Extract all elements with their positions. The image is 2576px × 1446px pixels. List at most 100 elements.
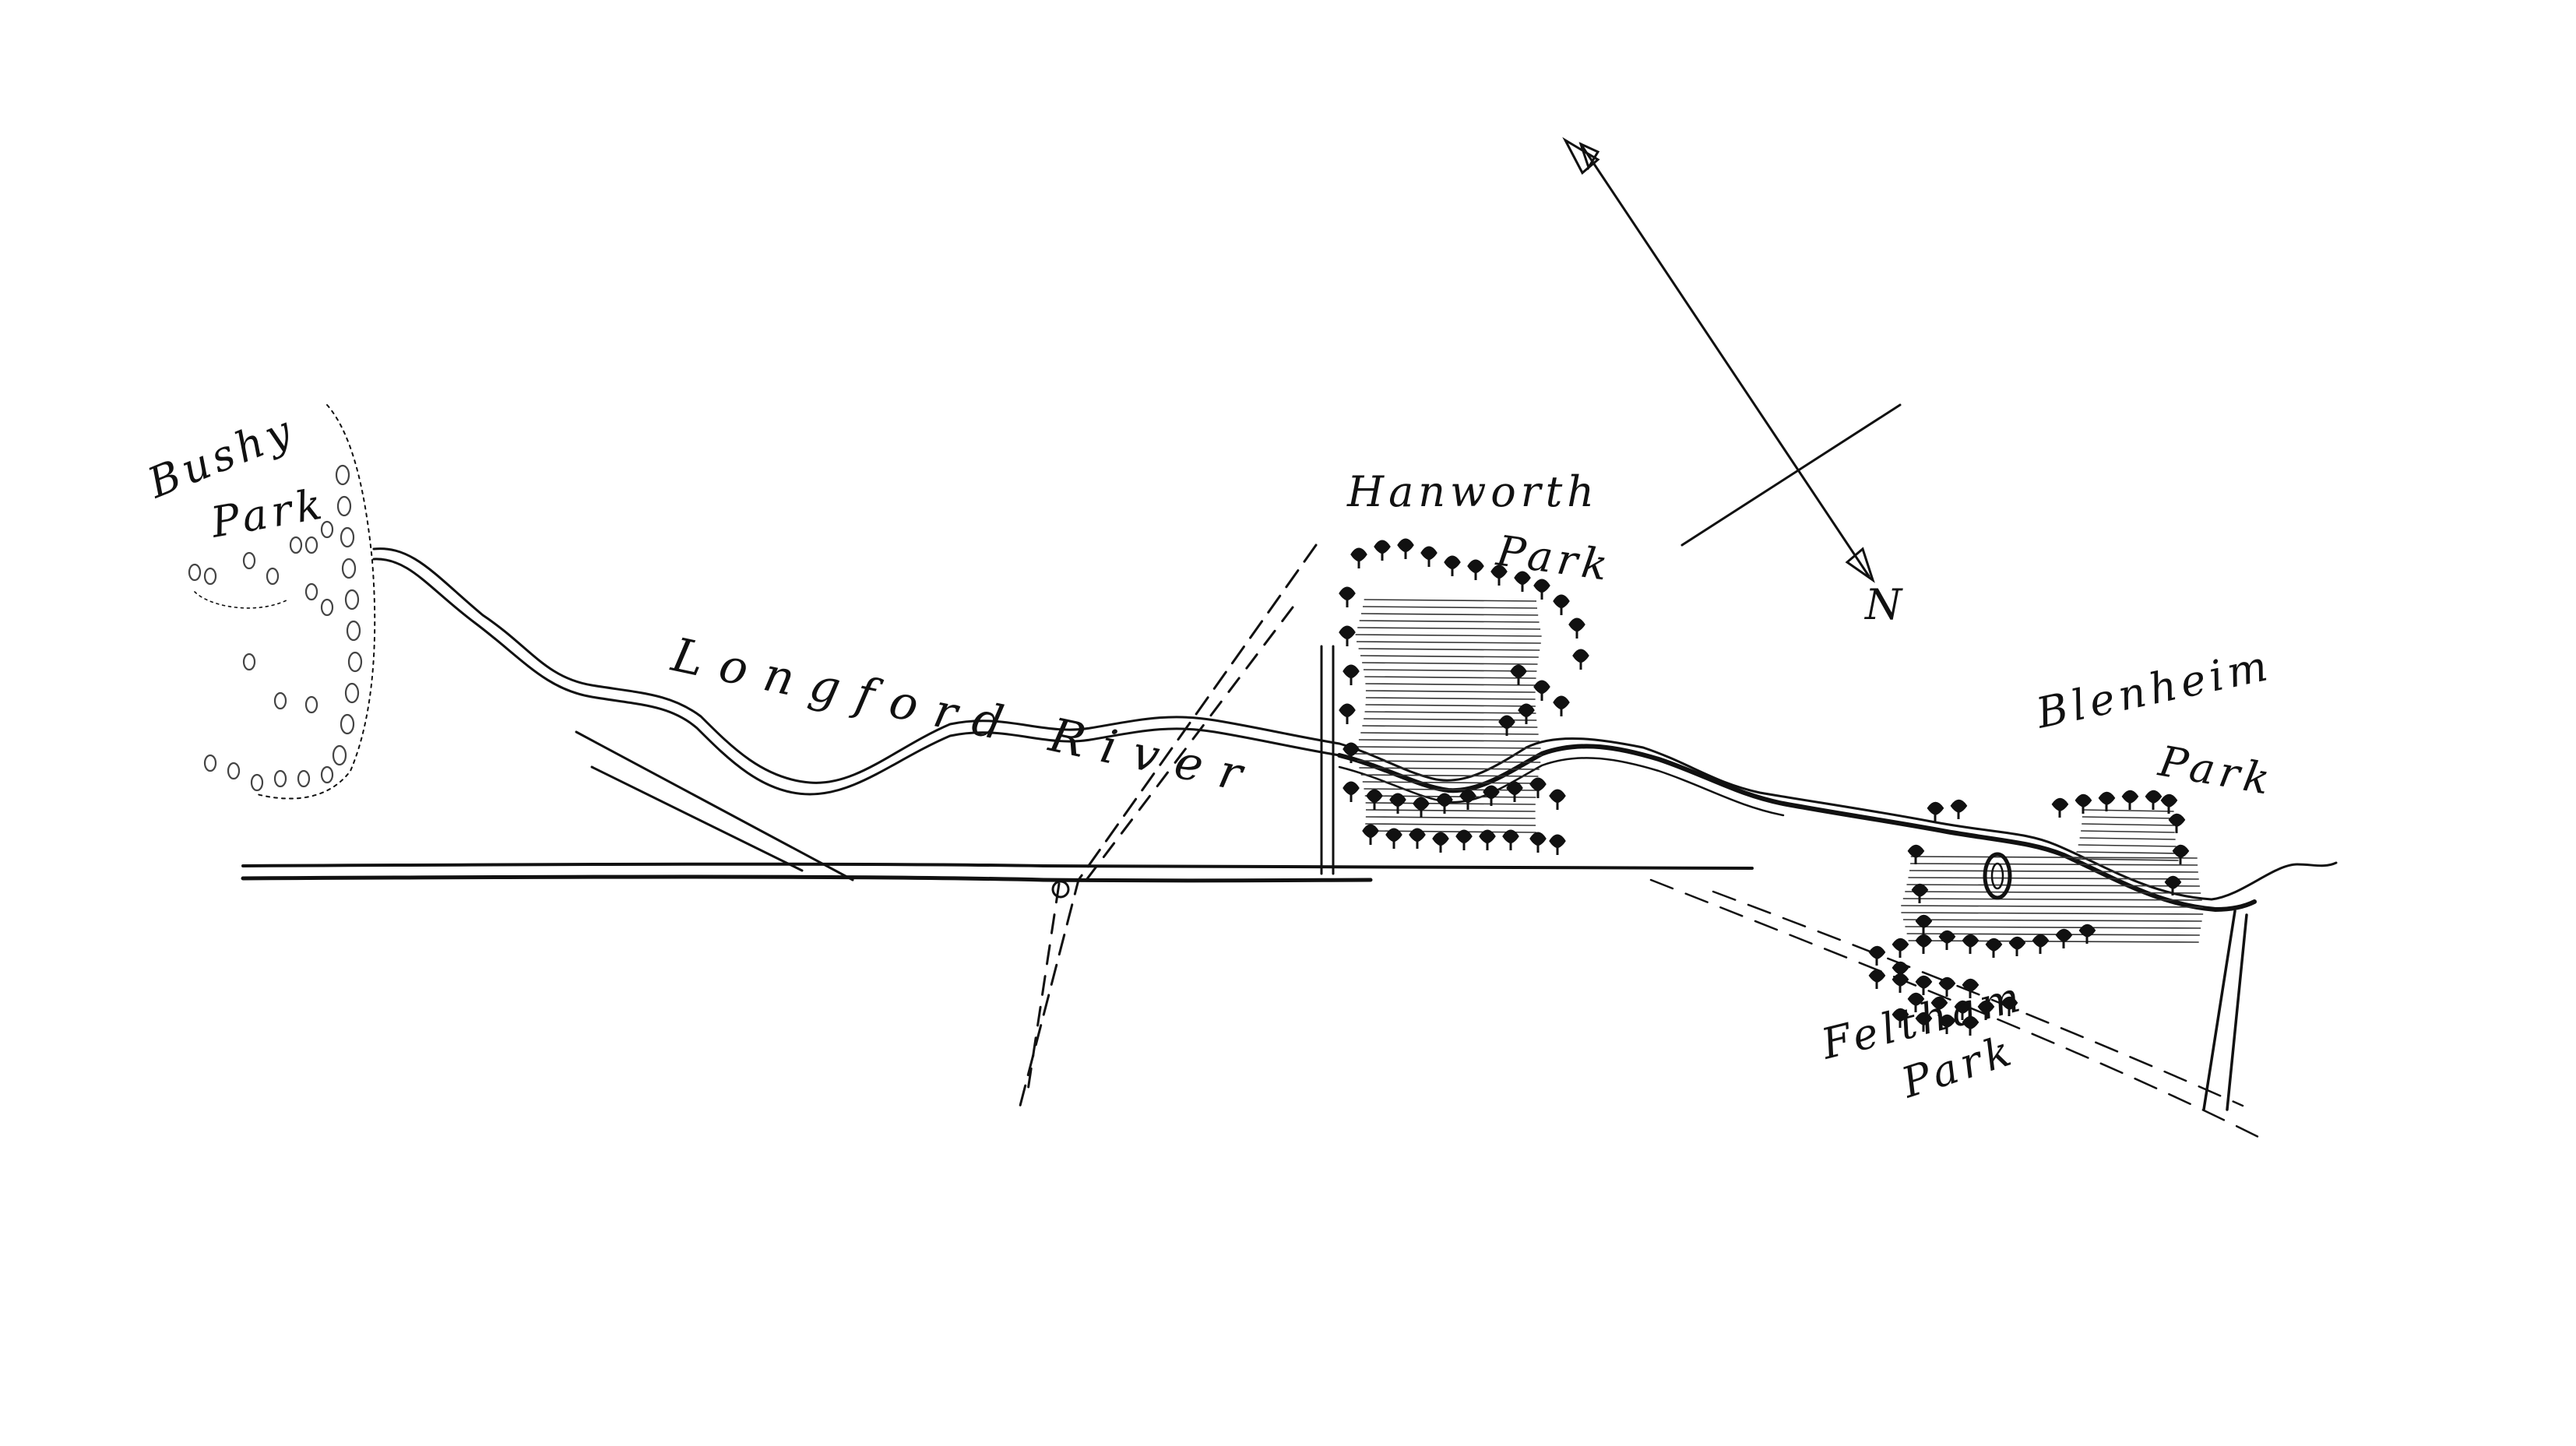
tree-icon	[1397, 538, 1414, 559]
north-arrow-icon	[1562, 136, 1902, 583]
park-hatch-line	[1357, 760, 1541, 763]
park-hatch-line	[1905, 926, 2201, 929]
park-hatch-line	[1902, 919, 2202, 922]
tree-icon	[1977, 1000, 1995, 1020]
tree-icon	[1892, 973, 1909, 993]
park-hatch-line	[1365, 823, 1536, 826]
hanworth-park-label-line1: Hanworth	[1346, 467, 1599, 516]
park-hatch-line	[1355, 753, 1542, 756]
tree-icon	[1374, 540, 1391, 561]
tree-icon	[1409, 828, 1426, 849]
park-hatch-line	[1901, 905, 2204, 908]
tree-icon	[1938, 976, 1956, 997]
park-hatch-line	[1908, 877, 2199, 880]
tree-icon	[1343, 781, 1360, 802]
tree-icon	[1479, 829, 1496, 850]
park-hatch-line	[1365, 690, 1536, 693]
blenheim-park	[1868, 790, 2204, 1036]
east-lane	[2202, 909, 2248, 1111]
north-label: N	[1863, 580, 1903, 629]
park-hatch-line	[1910, 863, 2198, 866]
tree-icon	[1568, 617, 1585, 639]
tree-icon	[2075, 793, 2092, 814]
tree-icon	[1362, 824, 1379, 845]
pond-icon	[1983, 852, 2012, 900]
tree-icon	[1343, 742, 1360, 763]
crossing-road	[1019, 544, 1318, 1107]
tree-icon	[1892, 938, 1909, 958]
tree-icon	[1907, 992, 1925, 1012]
park-hatch-line	[2082, 809, 2174, 812]
tree-icon	[1950, 799, 1968, 819]
tree-icon	[1915, 975, 1933, 995]
tree-icon	[1938, 1014, 1956, 1034]
park-hatch-line	[1360, 774, 1539, 777]
park-hatch-line	[1360, 655, 1539, 658]
tree-icon	[2051, 797, 2069, 818]
park-hatch-line	[1908, 940, 2199, 943]
tree-icon	[1549, 834, 1566, 855]
park-hatch-line	[1360, 613, 1539, 616]
tree-icon	[1339, 586, 1356, 607]
tree-icon	[1339, 625, 1356, 646]
tree-icon	[188, 464, 363, 792]
park-hatch-line	[2075, 858, 2179, 861]
park-hatch-line	[1365, 704, 1536, 707]
tree-icon	[1413, 797, 1430, 818]
tree-icon	[1553, 695, 1570, 716]
park-hatch-line	[1365, 697, 1536, 700]
tree-icon	[1529, 777, 1547, 798]
park-hatch-line	[1363, 606, 1538, 609]
park-hatch-line	[1910, 856, 2198, 859]
bushy-park	[188, 404, 376, 800]
park-hatch-line	[1906, 884, 2200, 887]
tree-icon	[1432, 832, 1449, 853]
park-hatch-line	[1363, 669, 1537, 672]
tree-icon	[1444, 555, 1461, 576]
tree-icon	[1892, 1008, 1909, 1028]
tree-icon	[1915, 914, 1933, 934]
park-hatch-line	[1355, 634, 1542, 637]
park-hatch-line	[1901, 912, 2204, 915]
tree-icon	[1510, 664, 1527, 685]
tree-icon	[1572, 649, 1589, 670]
tree-icon	[1502, 829, 1519, 850]
tree-icon	[1553, 594, 1570, 615]
park-hatch-line	[2078, 844, 2177, 847]
tree-icon	[1907, 844, 1925, 864]
tree-icon	[2008, 936, 2026, 956]
hanworth-park-label-line2: Park	[1493, 526, 1615, 590]
tree-icon	[1962, 1015, 1980, 1036]
tree-icon	[1385, 828, 1402, 849]
tree-icon	[1868, 945, 1886, 966]
tree-icon	[1533, 680, 1550, 701]
tree-icon	[2098, 791, 2116, 811]
park-hatch-line	[1359, 767, 1540, 770]
park-hatch-line	[1357, 627, 1541, 630]
blenheim-park-label-line1: Blenheim	[2032, 640, 2276, 738]
park-hatch-line	[1906, 933, 2200, 936]
tree-icon	[1436, 793, 1453, 814]
tree-icon	[1459, 789, 1476, 810]
tree-icon	[1518, 703, 1535, 724]
tree-icon	[2055, 928, 2073, 948]
tree-icon	[2172, 844, 2190, 864]
tree-icon	[2164, 875, 2182, 895]
park-hatch-line	[1364, 711, 1536, 714]
park-hatch-line	[1358, 648, 1540, 651]
tree-icon	[2032, 934, 2050, 954]
tree-icon	[1915, 934, 1933, 954]
diagonal-road-west	[575, 730, 854, 881]
park-hatch-line	[1360, 732, 1539, 735]
main-road	[241, 862, 1754, 883]
park-hatch-line	[1365, 802, 1536, 805]
tree-icon	[2001, 996, 2018, 1016]
park-hatch-line	[1905, 891, 2201, 894]
tree-icon	[2145, 790, 2163, 810]
blenheim-park-label-line2: Park	[2155, 737, 2278, 805]
park-hatch-line	[1362, 781, 1538, 784]
tree-icon	[1938, 930, 1956, 950]
tree-icon	[1343, 664, 1360, 685]
park-hatch-line	[1365, 816, 1536, 819]
